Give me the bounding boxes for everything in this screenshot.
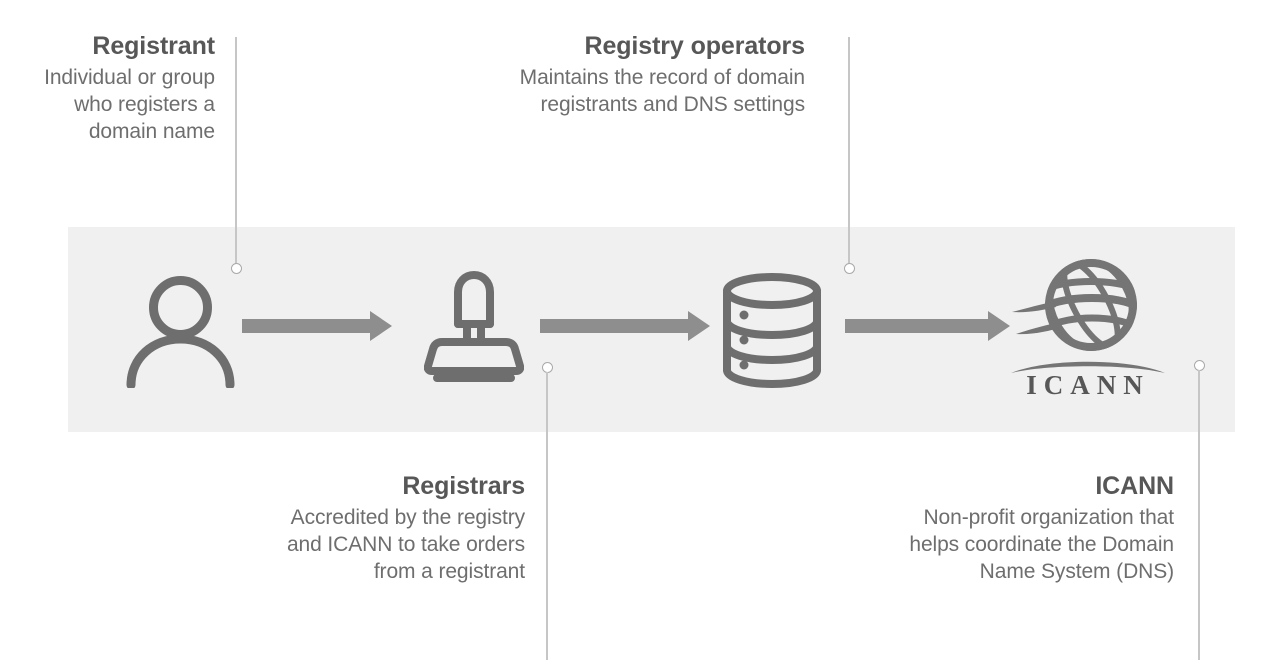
label-block-registrant: Registrant Individual or group who regis… xyxy=(10,30,215,145)
label-block-registry-operators: Registry operators Maintains the record … xyxy=(470,30,805,118)
flow-arrow-2 xyxy=(540,311,710,341)
connector-line-registrars xyxy=(546,372,548,660)
node-title-registry-operators: Registry operators xyxy=(584,32,806,60)
svg-text:ICANN: ICANN xyxy=(1026,370,1150,395)
node-title-registrars: Registrars xyxy=(402,472,525,500)
database-icon xyxy=(722,273,822,389)
connector-dot-registrant xyxy=(231,263,242,274)
label-block-registrars: Registrars Accredited by the registry an… xyxy=(285,470,525,585)
connector-line-icann xyxy=(1198,370,1200,660)
node-description-registrant: Individual or group who registers a doma… xyxy=(44,65,215,144)
stamp-icon xyxy=(423,271,525,382)
node-description-registry-operators: Maintains the record of domain registran… xyxy=(519,65,805,116)
flow-arrow-3 xyxy=(845,311,1010,341)
connector-dot-registry-operators xyxy=(844,263,855,274)
node-title-icann: ICANN xyxy=(1095,472,1174,500)
icann-globe-logo: ICANN xyxy=(1008,255,1168,400)
node-description-registrars: Accredited by the registry and ICANN to … xyxy=(286,505,525,584)
label-block-icann: ICANN Non-profit organization that helps… xyxy=(880,470,1174,585)
node-description-icann: Non-profit organization that helps coord… xyxy=(909,505,1174,584)
node-title-registrant: Registrant xyxy=(92,32,215,60)
connector-line-registry-operators xyxy=(848,37,850,268)
connector-line-registrant xyxy=(235,37,237,268)
flow-arrow-1 xyxy=(242,311,392,341)
person-icon xyxy=(118,273,243,390)
